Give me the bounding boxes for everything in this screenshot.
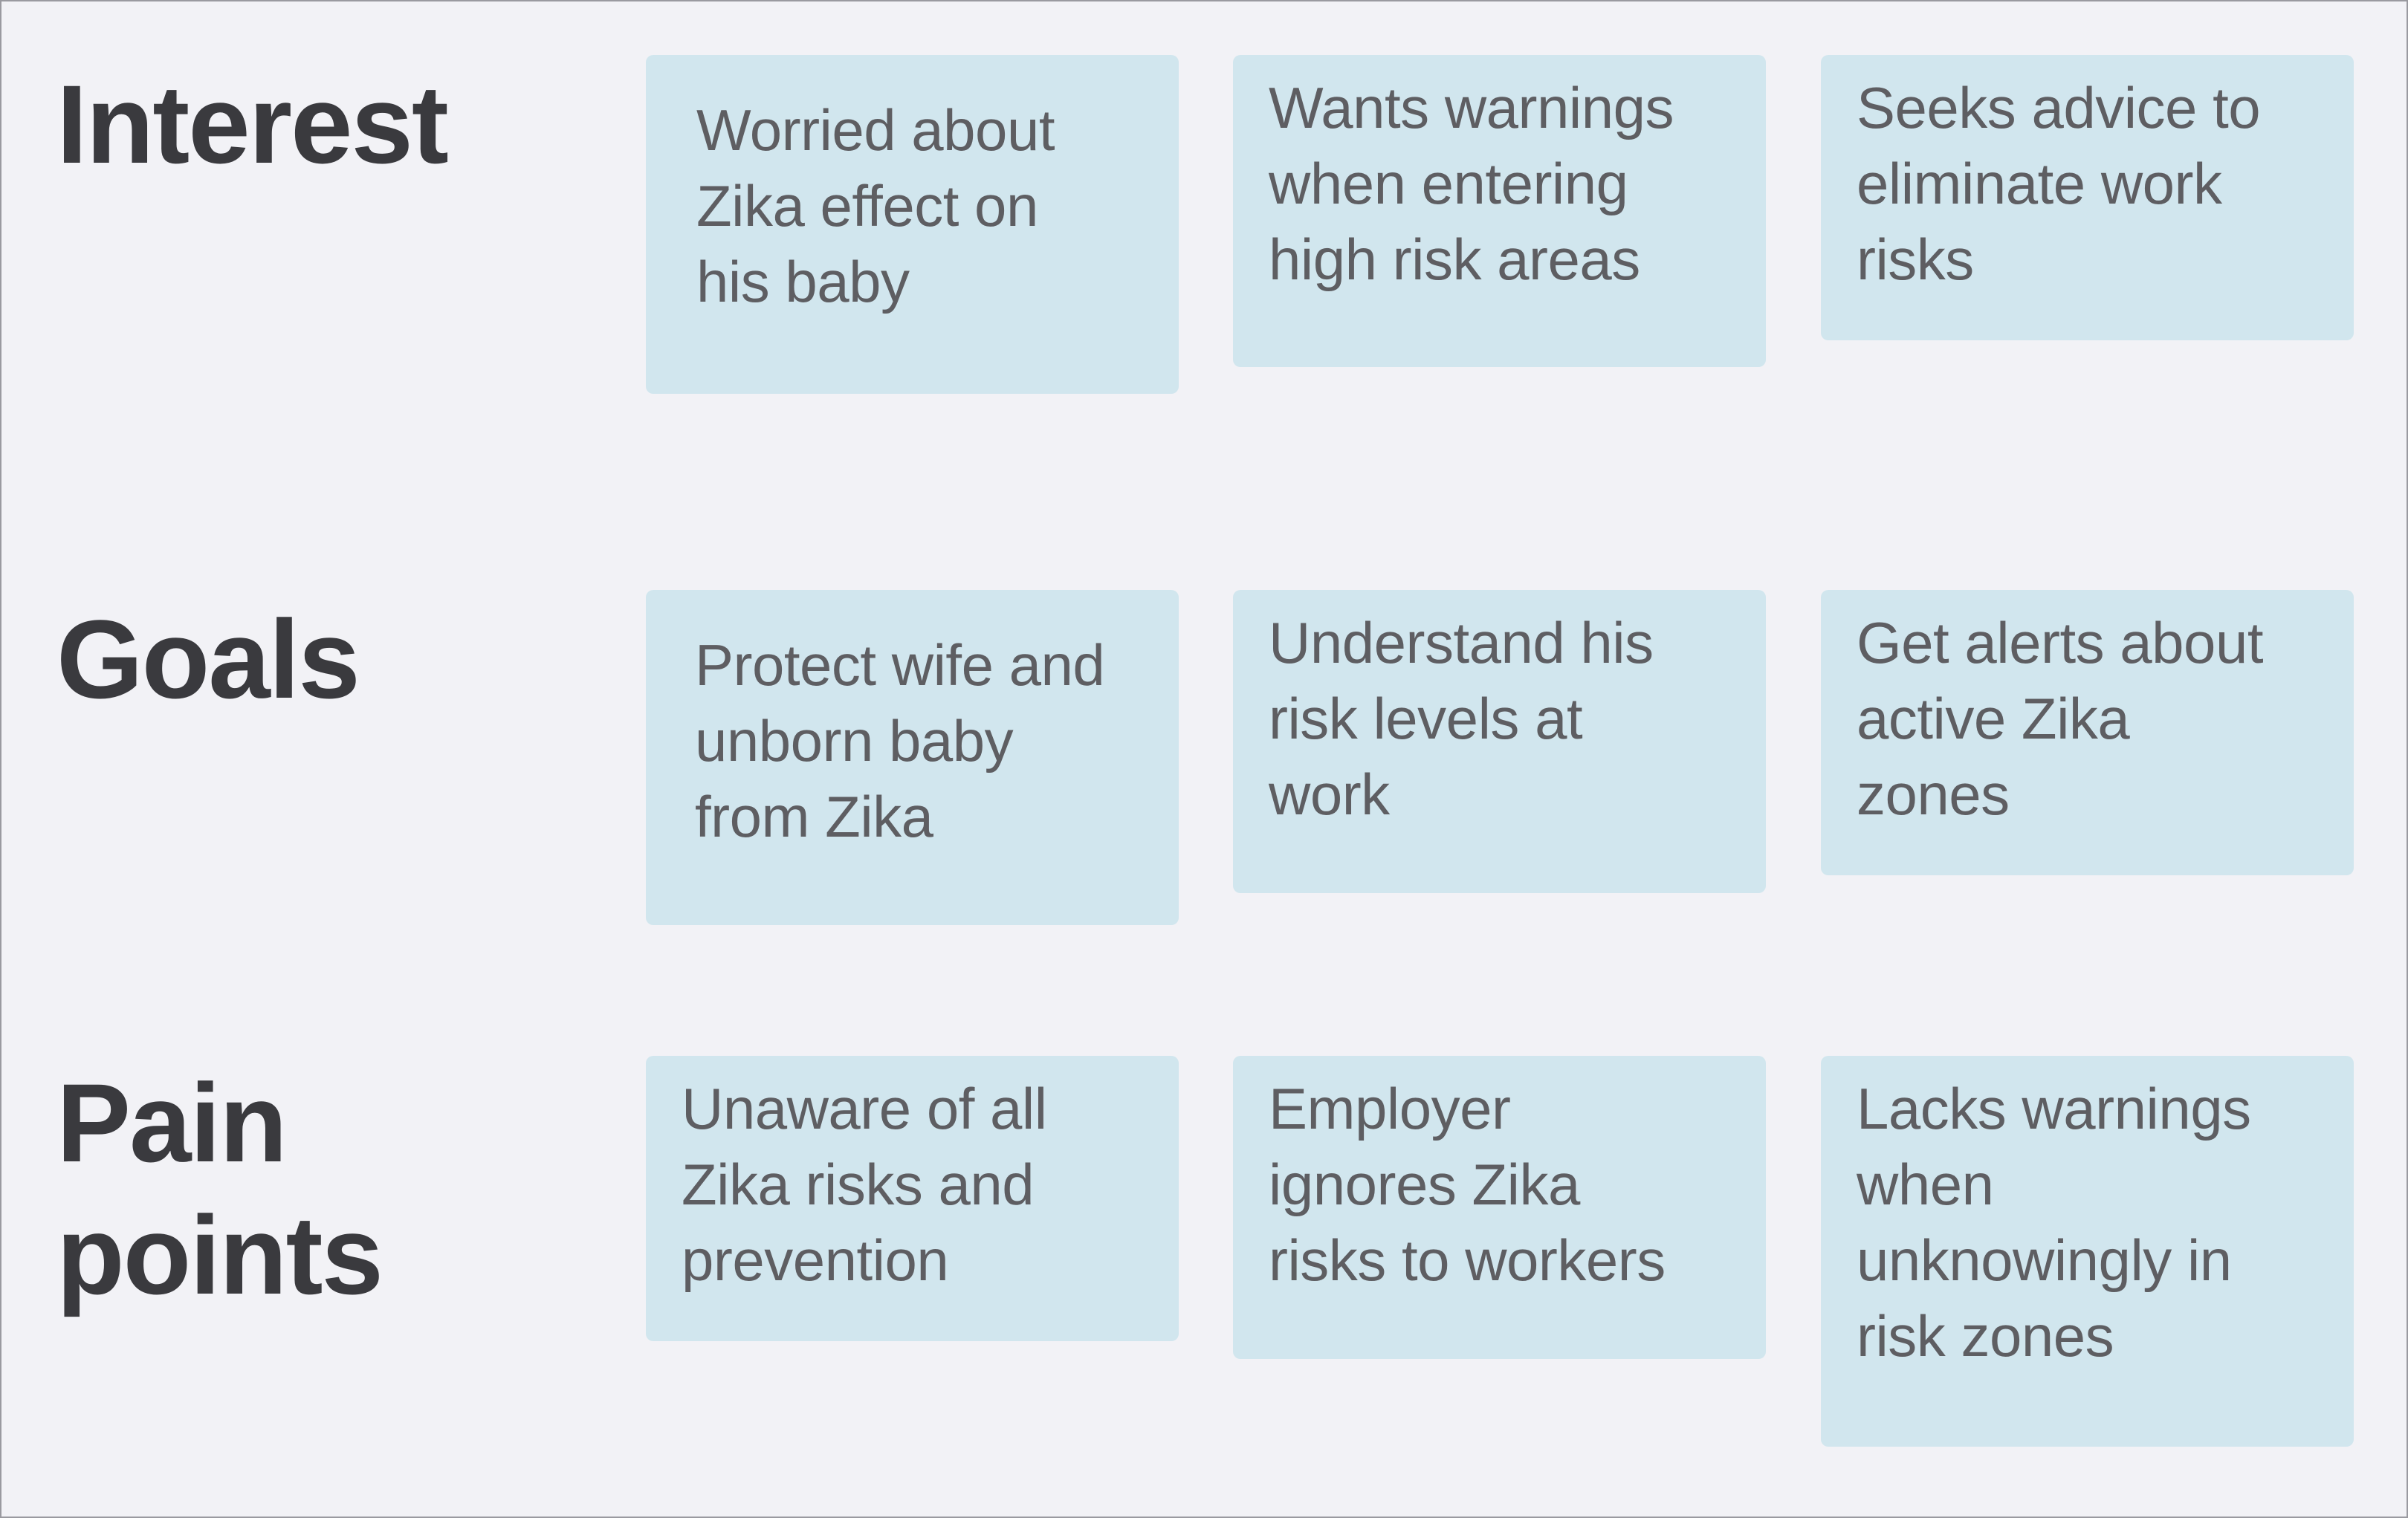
pain-points-card-1: Unaware of all Zika risks and prevention: [646, 1056, 1179, 1341]
interest-card-3: Seeks advice to eliminate work risks: [1821, 55, 2354, 340]
card-text: Worried about Zika effect on his baby: [696, 97, 1055, 314]
card-text: Get alerts about active Zika zones: [1857, 610, 2264, 827]
pain-points-card-3: Lacks warnings when unknowingly in risk …: [1821, 1056, 2354, 1447]
card-text: Wants warnings when entering high risk a…: [1269, 75, 1674, 292]
pain-points-card-2: Employer ignores Zika risks to workers: [1233, 1056, 1766, 1359]
goals-card-3: Get alerts about active Zika zones: [1821, 590, 2354, 875]
card-text: Unaware of all Zika risks and prevention: [682, 1076, 1047, 1293]
card-text: Lacks warnings when unknowingly in risk …: [1857, 1076, 2251, 1369]
card-text: Seeks advice to eliminate work risks: [1857, 75, 2261, 292]
row-label-pain-points: Pain points: [56, 1060, 383, 1317]
row-label-interest: Interest: [56, 62, 449, 186]
goals-card-2: Understand his risk levels at work: [1233, 590, 1766, 893]
interest-card-2: Wants warnings when entering high risk a…: [1233, 55, 1766, 367]
card-text: Employer ignores Zika risks to workers: [1269, 1076, 1666, 1293]
goals-card-1: Protect wife and unborn baby from Zika: [646, 590, 1179, 925]
card-text: Protect wife and unborn baby from Zika: [695, 632, 1105, 849]
interest-card-1: Worried about Zika effect on his baby: [646, 55, 1179, 394]
card-text: Understand his risk levels at work: [1269, 610, 1654, 827]
row-label-goals: Goals: [56, 597, 360, 721]
